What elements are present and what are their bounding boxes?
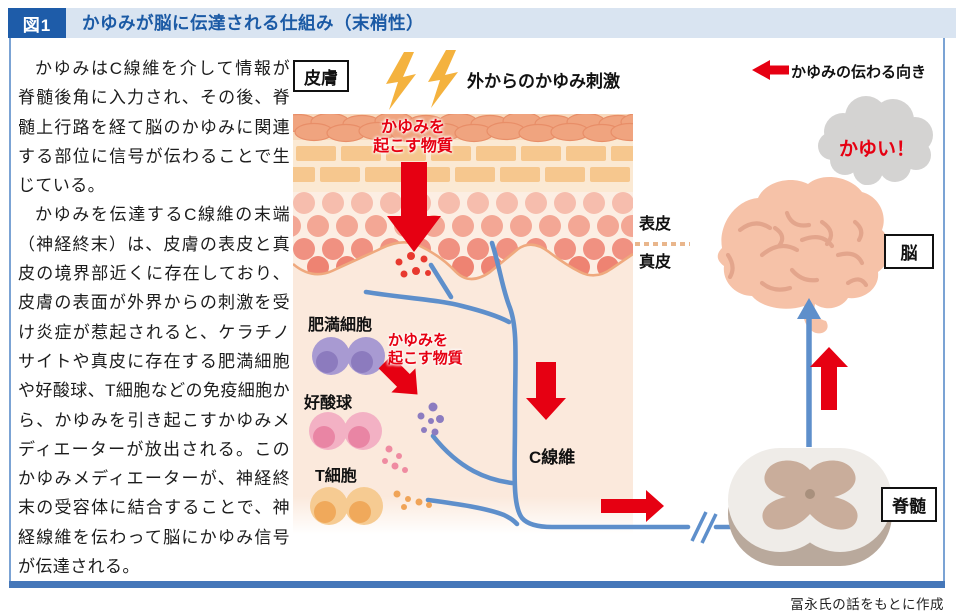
spinal-cord-illustration xyxy=(728,448,892,566)
dermis-region xyxy=(293,242,633,534)
stratum-corneum-scales xyxy=(293,114,633,143)
mediator-dots-purple xyxy=(417,402,444,436)
figure-title: かゆみが脳に伝達される仕組み（末梢性） xyxy=(66,8,956,38)
description-paragraph-2: かゆみを伝達するC線維の末端（神経終末）は、皮膚の表皮と真皮の境界部近くに存在し… xyxy=(18,205,290,577)
eosinophil-cells xyxy=(309,412,382,450)
c-fiber-nerve xyxy=(363,240,748,530)
brain-gyri-lines xyxy=(725,210,869,292)
frame-bottom-bar xyxy=(9,581,945,588)
epidermis-brick-layer xyxy=(293,146,633,182)
epidermis-label: 表皮 xyxy=(639,216,672,233)
itch-substance-dots xyxy=(395,252,431,278)
eosinophil-label: 好酸球 xyxy=(304,395,353,412)
thought-cloud xyxy=(818,96,933,194)
figure-number-badge: 図1 xyxy=(8,8,66,38)
brain-illustration xyxy=(717,177,890,334)
description-text: かゆみはC線維を介して情報が脊髄後角に入力され、その後、脊髄上行路を経て脳のかゆ… xyxy=(18,54,290,581)
mediator-dots-orange xyxy=(393,490,432,510)
frame-left-border xyxy=(9,38,11,582)
mast-cells xyxy=(312,337,385,375)
lightning-icon xyxy=(386,50,458,110)
mediator-release-arrow xyxy=(378,355,418,395)
description-paragraph-1: かゆみはC線維を介して情報が脊髄後角に入力され、その後、脊髄上行路を経て脳のかゆ… xyxy=(18,59,290,196)
itch-substance-label-top: かゆみを 起こす物質 xyxy=(373,119,453,155)
signal-up-arrow xyxy=(810,347,848,410)
frame-right-border xyxy=(943,38,945,582)
dermis-label: 真皮 xyxy=(639,254,672,271)
t-cells xyxy=(310,487,383,525)
ascending-pathway-blue-arrow xyxy=(797,298,821,447)
spinal-cord-label: 脊髄 xyxy=(881,487,937,522)
itch-substance-down-arrow xyxy=(387,162,441,252)
signal-right-arrow xyxy=(601,490,664,522)
figure-header: 図1 かゆみが脳に伝達される仕組み（末梢性） xyxy=(8,8,956,38)
epidermis-dermis-boundary xyxy=(293,241,633,281)
skin-label: 皮膚 xyxy=(293,60,349,92)
direction-arrow-icon xyxy=(752,60,789,80)
brain-label: 脳 xyxy=(884,234,934,269)
source-credit: 冨永氏の話をもとに作成 xyxy=(790,597,944,612)
t-cell-label: T細胞 xyxy=(315,468,357,485)
direction-legend-label: かゆみの伝わる向き xyxy=(791,64,927,81)
signal-down-arrow xyxy=(526,362,566,420)
skin-illustration xyxy=(293,114,633,534)
external-stimulus-label: 外からのかゆみ刺激 xyxy=(467,72,620,91)
line-break-marks xyxy=(690,511,718,544)
itchy-bubble-text: かゆい！ xyxy=(838,139,915,160)
c-fiber-label: C線維 xyxy=(529,448,576,467)
mast-cell-label: 肥満細胞 xyxy=(308,317,373,334)
mediator-dots-pink xyxy=(382,445,408,473)
itch-substance-label-mid: かゆみを 起こす物質 xyxy=(388,332,463,367)
